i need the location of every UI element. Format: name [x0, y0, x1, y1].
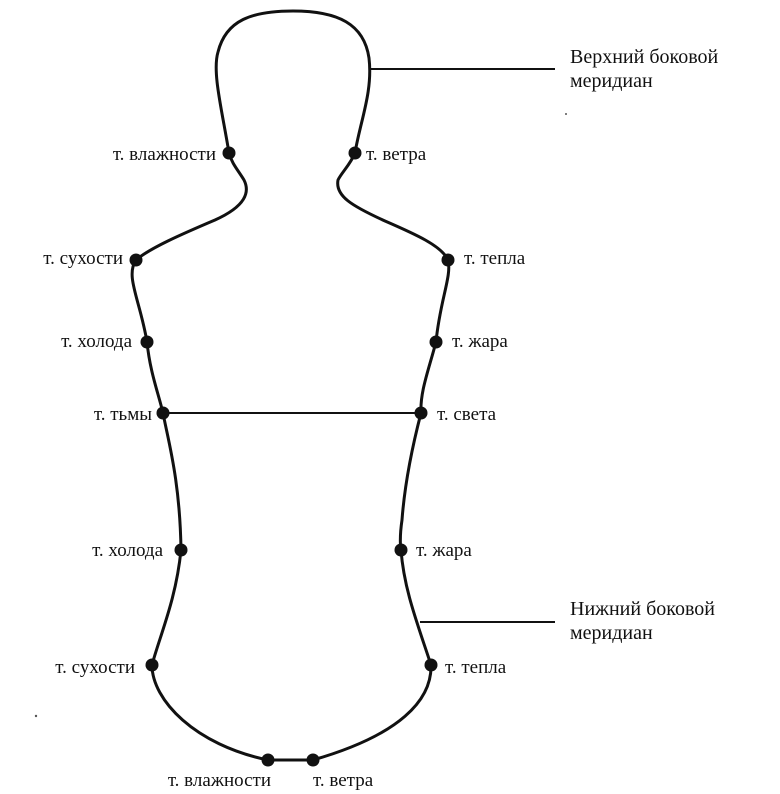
- point-right-warmth-upper: [441, 253, 455, 267]
- scan-speck: [565, 113, 567, 115]
- label-right-heat-lower: т. жара: [416, 540, 472, 561]
- point-bottom-wind: [306, 753, 320, 767]
- label-left-dryness-upper: т. сухости: [43, 248, 123, 269]
- point-right-wind-upper: [348, 146, 362, 160]
- point-left-cold-lower: [174, 543, 188, 557]
- upper-meridian-label-line2: меридиан: [570, 70, 653, 92]
- label-left-darkness: т. тьмы: [93, 404, 152, 425]
- body-outline: [130, 9, 451, 762]
- point-left-dryness-lower: [145, 658, 159, 672]
- label-left-moisture-upper: т. влажности: [112, 144, 216, 165]
- label-right-heat-upper: т. жара: [452, 331, 508, 352]
- label-right-warmth-upper: т. тепла: [464, 248, 526, 269]
- scan-speck: [34, 714, 38, 718]
- point-bottom-moisture: [261, 753, 275, 767]
- upper-meridian-label: Верхний боковой меридиан: [570, 45, 718, 93]
- point-right-heat-upper: [429, 335, 443, 349]
- label-right-light: т. света: [437, 404, 497, 425]
- lower-meridian-label: Нижний боковой меридиан: [570, 597, 715, 645]
- point-left-moisture-upper: [222, 146, 236, 160]
- label-left-cold-upper: т. холода: [61, 331, 132, 352]
- point-right-light: [414, 406, 428, 420]
- label-left-dryness-lower: т. сухости: [55, 657, 135, 678]
- label-bottom-moisture: т. влажности: [167, 770, 271, 791]
- point-left-dryness-upper: [129, 253, 143, 267]
- label-bottom-wind: т. ветра: [313, 770, 374, 791]
- lower-meridian-label-line1: Нижний боковой: [570, 598, 715, 620]
- label-right-warmth-lower: т. тепла: [445, 657, 507, 678]
- point-left-cold-upper: [140, 335, 154, 349]
- point-right-heat-lower: [394, 543, 408, 557]
- point-left-darkness: [156, 406, 170, 420]
- label-right-wind-upper: т. ветра: [366, 144, 427, 165]
- lower-meridian-label-line2: меридиан: [570, 622, 653, 644]
- upper-meridian-label-line1: Верхний боковой: [570, 46, 719, 68]
- point-right-warmth-lower: [424, 658, 438, 672]
- label-left-cold-lower: т. холода: [92, 540, 163, 561]
